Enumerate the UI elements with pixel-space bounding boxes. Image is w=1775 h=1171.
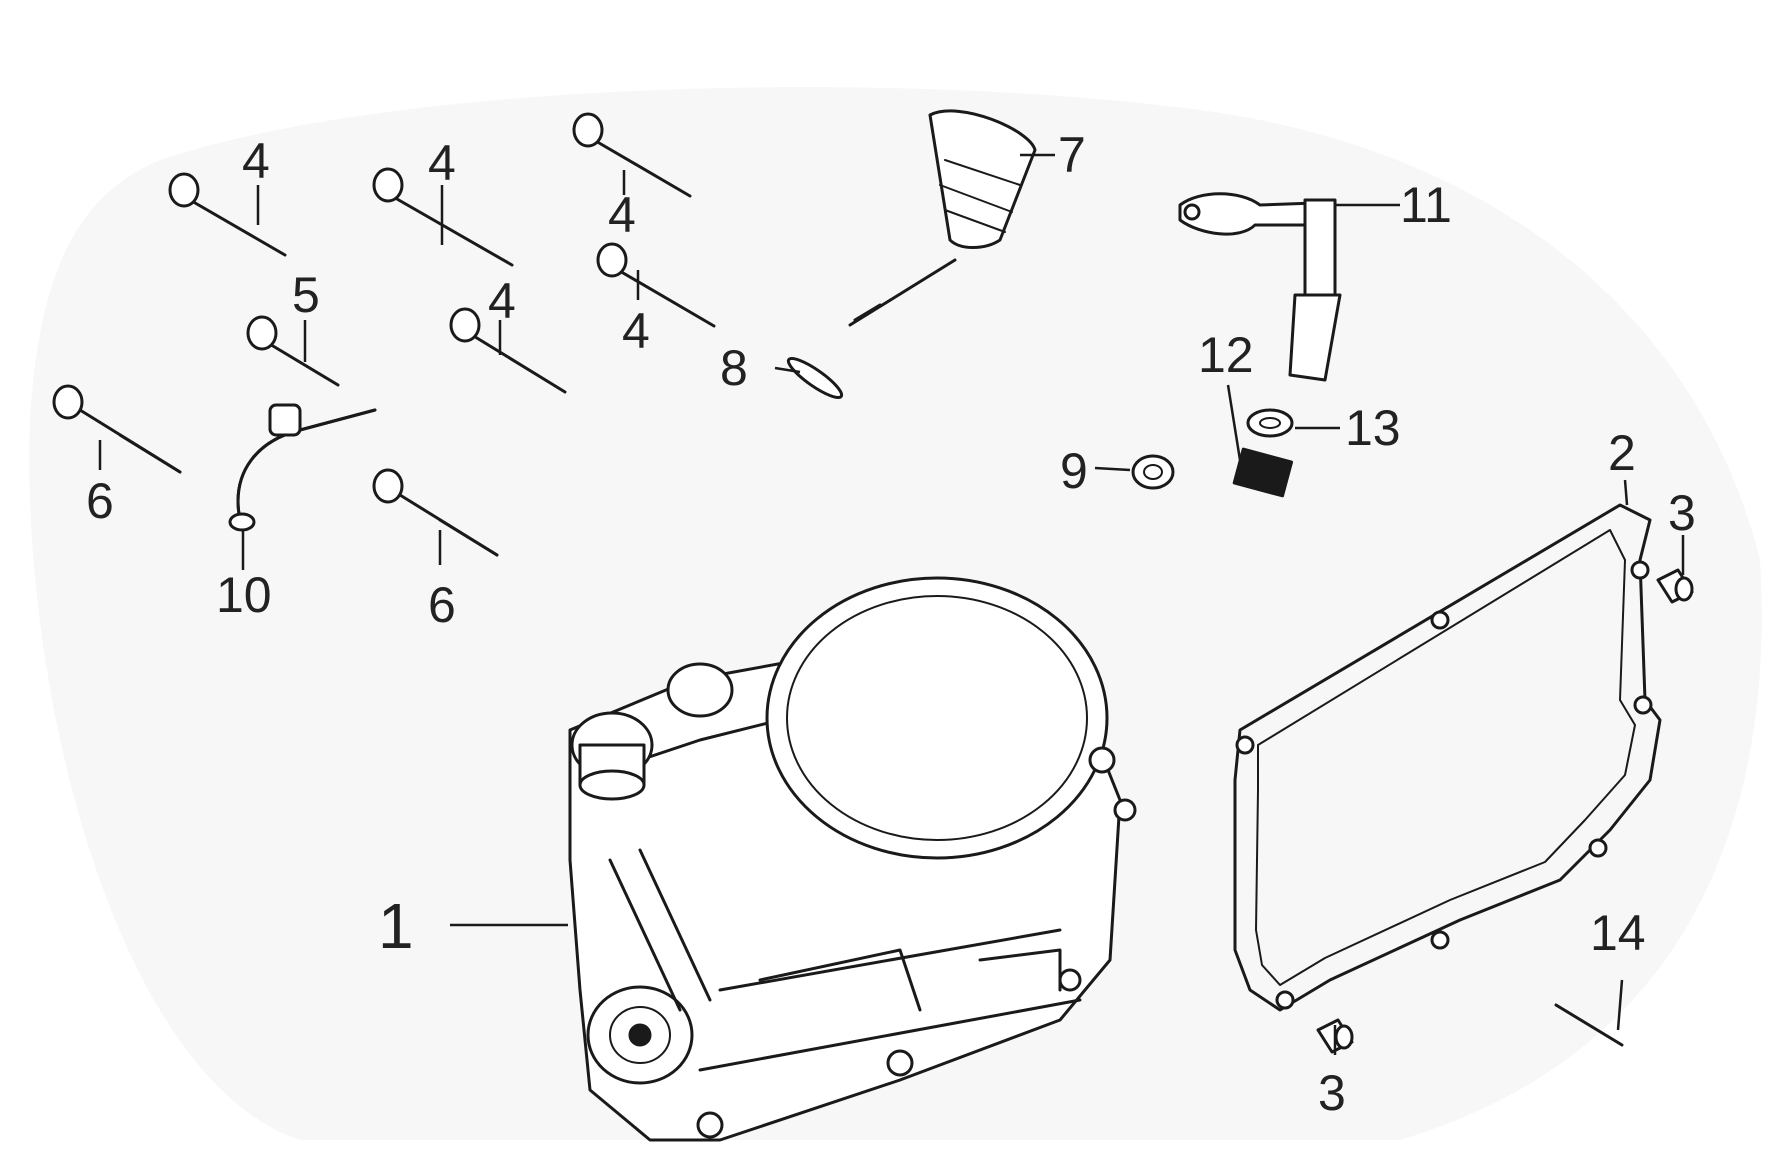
callout-5: 5 — [292, 267, 320, 323]
callout-1: 1 — [378, 890, 414, 962]
callout-13: 13 — [1345, 400, 1401, 456]
bolt-4d — [596, 242, 716, 328]
callout-4a: 4 — [242, 133, 270, 189]
cover-gasket — [1233, 503, 1662, 1012]
callout-4b: 4 — [428, 135, 456, 191]
bolt-4b — [372, 167, 514, 267]
clutch-cover — [568, 576, 1137, 1142]
bolt-6-right — [372, 468, 499, 557]
callout-11: 11 — [1400, 177, 1452, 233]
bolt-6-left — [52, 384, 182, 474]
pin-14 — [1554, 1003, 1624, 1047]
callout-3-lower: 3 — [1318, 1065, 1346, 1121]
bolt-4c — [572, 112, 692, 198]
callout-8: 8 — [720, 340, 748, 396]
callout-9: 9 — [1060, 443, 1088, 499]
callout-3-upper: 3 — [1668, 485, 1696, 541]
callout-2: 2 — [1608, 425, 1636, 481]
bolt-5 — [246, 315, 340, 387]
o-ring-8 — [786, 357, 844, 399]
bolt-4e — [449, 307, 567, 394]
callout-6-left: 6 — [86, 473, 114, 529]
washer-9 — [1131, 454, 1175, 490]
callout-4e: 4 — [488, 273, 516, 329]
leader-lines — [98, 153, 1685, 1055]
washer-13 — [1246, 408, 1294, 438]
callout-6-right: 6 — [428, 577, 456, 633]
callout-4d: 4 — [622, 303, 650, 359]
callout-10: 10 — [216, 567, 272, 623]
callout-labels: 1 2 3 3 4 4 4 4 4 5 6 6 7 8 9 10 11 12 1… — [86, 127, 1696, 1121]
dowel-pin-upper — [1656, 568, 1694, 604]
bolt-4a — [168, 172, 287, 257]
spring-12 — [1232, 447, 1294, 498]
dipstick — [848, 109, 1037, 327]
callout-4c: 4 — [608, 187, 636, 243]
callout-12: 12 — [1198, 327, 1254, 383]
callout-7: 7 — [1058, 127, 1086, 183]
callout-14: 14 — [1590, 905, 1646, 961]
hose-fitting — [1178, 192, 1342, 382]
